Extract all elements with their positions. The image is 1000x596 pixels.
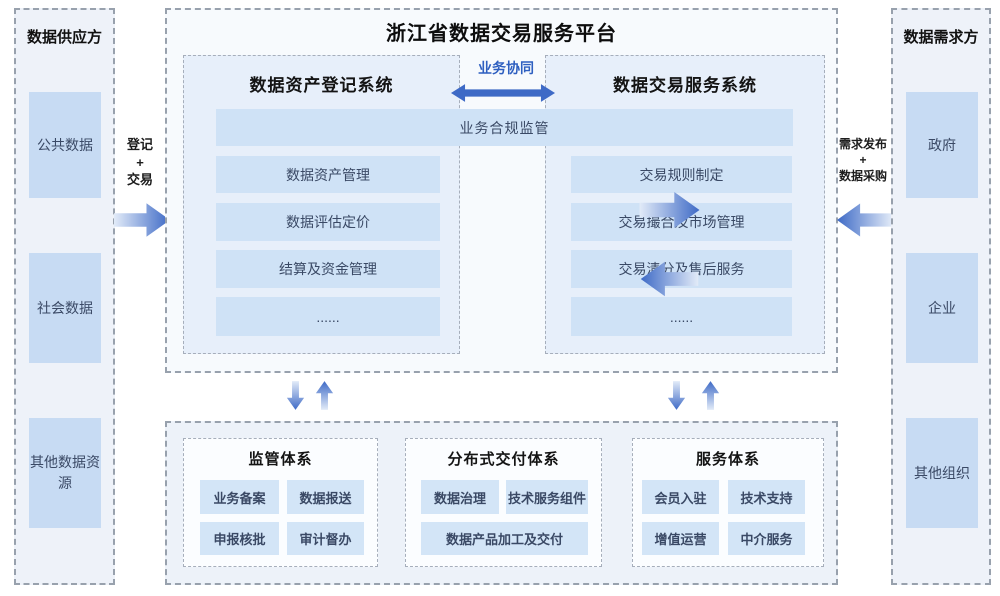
systems-left-arrow-icon	[640, 261, 699, 297]
flow-label-line: 需求发布	[838, 137, 887, 151]
register-trade-flow-label: 登记 + 交易	[114, 136, 166, 189]
right-down-arrow-icon	[667, 381, 686, 410]
service-item-membership: 会员入驻	[642, 480, 719, 514]
supplier-panel-title: 数据供应方	[26, 29, 102, 46]
service-item-tech-support: 技术支持	[728, 480, 805, 514]
delivery-system-box: 分布式交付体系 数据治理 技术服务组件 数据产品加工及交付	[405, 438, 602, 567]
delivery-title: 分布式交付体系	[447, 451, 560, 468]
service-item-intermediary: 中介服务	[728, 522, 805, 555]
trading-row-rules: 交易规则制定	[571, 156, 792, 193]
right-up-arrow-icon	[701, 381, 720, 410]
demand-item-enterprise: 企业	[906, 253, 978, 363]
regulatory-item-audit: 审计督办	[287, 522, 364, 555]
systems-right-arrow-icon	[639, 192, 700, 228]
regulatory-item-approval: 申报核批	[200, 522, 279, 555]
platform-title: 浙江省数据交易服务平台	[386, 23, 617, 45]
business-collaboration-label: 业务协同	[478, 60, 534, 76]
service-title: 服务体系	[695, 451, 760, 468]
flow-label-plus: +	[859, 153, 867, 168]
supplier-inbound-arrow-icon	[114, 203, 170, 237]
registration-row-settlement: 结算及资金管理	[216, 250, 440, 288]
delivery-item-governance: 数据治理	[421, 480, 499, 514]
trading-system-title: 数据交易服务系统	[613, 76, 757, 95]
delivery-item-processing: 数据产品加工及交付	[421, 522, 588, 555]
demand-purchase-flow-label: 需求发布 + 数据采购	[833, 136, 893, 185]
flow-label-line: 交易	[126, 172, 153, 188]
compliance-bar: 业务合规监管	[216, 109, 793, 146]
registration-row-valuation: 数据评估定价	[216, 203, 440, 241]
demand-panel-title: 数据需求方	[903, 29, 979, 46]
demand-item-government: 政府	[906, 92, 978, 198]
demand-inbound-arrow-icon	[837, 203, 892, 237]
flow-label-plus: +	[136, 154, 144, 170]
registration-row-asset-mgmt: 数据资产管理	[216, 156, 440, 193]
registration-system-title: 数据资产登记系统	[249, 76, 394, 95]
service-system-box: 服务体系 会员入驻 技术支持 增值运营 中介服务	[632, 438, 824, 567]
flow-label-line: 数据采购	[838, 169, 887, 184]
data-supplier-panel: 数据供应方 公共数据 社会数据 其他数据资源	[14, 8, 115, 585]
supplier-item-public-data: 公共数据	[29, 92, 101, 198]
registration-row-ellipsis: ......	[216, 297, 440, 336]
regulatory-title: 监管体系	[248, 451, 313, 468]
flow-label-line: 登记	[126, 137, 153, 152]
left-down-arrow-icon	[286, 381, 305, 410]
regulatory-system-box: 监管体系 业务备案 数据报送 申报核批 审计督办	[183, 438, 378, 567]
supplier-item-social-data: 社会数据	[29, 253, 101, 363]
data-demand-panel: 数据需求方 政府 企业 其他组织	[891, 8, 991, 585]
support-systems-box: 监管体系 业务备案 数据报送 申报核批 审计督办 分布式交付体系 数据治理 技术…	[165, 421, 838, 585]
collaboration-double-arrow-icon	[451, 84, 555, 102]
left-up-arrow-icon	[315, 381, 334, 410]
demand-item-other-org: 其他组织	[906, 418, 978, 528]
regulatory-item-filing: 业务备案	[200, 480, 279, 514]
delivery-item-tech-components: 技术服务组件	[506, 480, 588, 514]
platform-box: 浙江省数据交易服务平台 数据资产登记系统 数据交易服务系统 业务协同 业务合规监…	[165, 8, 838, 373]
supplier-item-other-data: 其他数据资源	[29, 418, 101, 528]
regulatory-item-reporting: 数据报送	[287, 480, 364, 514]
trading-row-ellipsis: ......	[571, 297, 792, 336]
service-item-value-added: 增值运营	[642, 522, 719, 555]
